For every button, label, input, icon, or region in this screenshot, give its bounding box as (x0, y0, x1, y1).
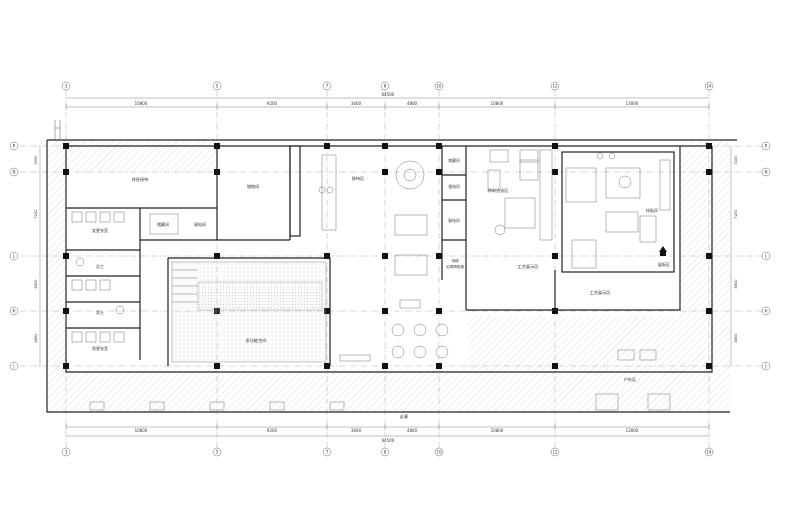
room-label-lounge: 休闲洽谈区 (488, 187, 509, 194)
room-label-female-wc: 女更衣室 (92, 227, 108, 233)
room-label-atrium: 多功能空间 (246, 337, 267, 344)
axis-label: N (765, 170, 768, 175)
room-label-model-room: 样板间 (646, 207, 658, 213)
outdoor-furniture (89, 349, 671, 411)
axis-label: 5 (216, 450, 219, 455)
dim-bottom-1: 10800 (135, 428, 148, 433)
dim-bottom-3: 3600 (351, 428, 362, 433)
room-label-equipment: 弱电间 (194, 221, 206, 227)
room-label-storage-r3: 弱电间 (448, 218, 460, 223)
axis-bubbles-top: 3 5 7 8 10 12 14 (61, 81, 714, 91)
room-labels: 休息接待 储物间 接待区 女更衣室 员工 男士 男更衣室 储藏间 弱电间 多功能… (92, 158, 670, 420)
room-label-reception: 接待区 (352, 175, 365, 182)
room-label-storage-left: 休息接待 (132, 176, 150, 183)
side-dimensions: 3000 7200 4800 4800 3000 7200 4800 4800 (34, 146, 738, 366)
dim-bottom-5: 10800 (491, 428, 504, 433)
room-label-staff: 员工 (96, 263, 104, 269)
room-label-storage-r2: 强电间 (448, 184, 460, 189)
atrium-stair (171, 261, 327, 363)
axis-label: 7 (326, 450, 329, 455)
axis-label: 8 (384, 84, 387, 89)
dim-left-1: 3000 (34, 155, 38, 165)
room-label-model-room-2: 展板区 (658, 261, 670, 267)
interior-walls (66, 145, 681, 366)
axis-label: L (13, 254, 16, 259)
axis-label: 14 (706, 84, 712, 89)
axis-label: J (12, 364, 14, 369)
bottom-dimensions: 10800 9200 3600 4800 10800 13000 64500 (65, 424, 710, 443)
room-label-corridor: 走廊 (400, 413, 408, 420)
washroom-fixtures (71, 211, 179, 343)
dim-top-3: 3600 (351, 101, 362, 106)
dim-bottom-6: 13000 (626, 428, 639, 433)
axis-label: P (765, 144, 768, 149)
dim-left-3: 4800 (34, 279, 38, 289)
dim-right-3: 4800 (734, 279, 738, 289)
room-label-outdoor: 户外区 (624, 376, 637, 383)
room-label-elevator-sub: 无障碍电梯 (446, 264, 464, 269)
dim-right-1: 3000 (734, 155, 738, 165)
room-label-elevator: 电梯 (451, 258, 459, 263)
axis-label: K (765, 309, 768, 314)
dim-top-5: 10800 (491, 101, 504, 106)
room-label-male-wc: 男更衣室 (92, 345, 108, 351)
dim-bottom-4: 4800 (407, 428, 418, 433)
model-room (561, 151, 675, 273)
dim-left-4: 4800 (34, 333, 38, 343)
room-label-craft-display: 工艺展示区 (518, 264, 539, 270)
axis-label: 12 (552, 84, 558, 89)
top-dimensions: 10800 9200 3600 4800 10800 13000 64500 (65, 92, 710, 110)
axis-label: J (764, 364, 766, 369)
room-label-storage-r1: 储藏间 (448, 158, 460, 163)
reception-furniture (318, 154, 449, 362)
axis-label: 3 (65, 84, 68, 89)
dim-top-total: 64500 (382, 92, 395, 97)
axis-label: 8 (384, 450, 387, 455)
hatched-zones (47, 140, 730, 412)
axis-label: 14 (706, 450, 712, 455)
axis-label: 5 (216, 84, 219, 89)
dim-right-4: 4800 (734, 333, 738, 343)
axis-label: 12 (552, 450, 558, 455)
dim-top-4: 4800 (407, 101, 418, 106)
axis-bubbles-left: P N L K J (9, 141, 19, 371)
axis-label: K (13, 309, 16, 314)
axis-bubbles-right: P N L K J (761, 141, 771, 371)
grid-lines (20, 90, 770, 448)
axis-label: P (13, 144, 16, 149)
axis-label: 10 (436, 84, 442, 89)
room-label-male: 男士 (96, 309, 104, 315)
axis-bubbles-bottom: 3 5 7 8 10 12 14 (61, 447, 714, 457)
dim-bottom-2: 9200 (267, 428, 278, 433)
dim-top-6: 13000 (626, 101, 639, 106)
dim-right-2: 7200 (734, 209, 738, 219)
axis-label: L (765, 254, 768, 259)
dim-bottom-total: 64500 (382, 438, 395, 443)
axis-label: 3 (65, 450, 68, 455)
dim-top-2: 9200 (267, 101, 278, 106)
axis-label: N (13, 170, 16, 175)
axis-label: 7 (326, 84, 329, 89)
room-label-small-room: 储藏间 (157, 221, 169, 227)
dim-top-1: 10800 (135, 101, 148, 106)
room-label-office: 储物间 (247, 183, 260, 190)
dim-left-2: 7200 (34, 209, 38, 219)
display-furniture (487, 149, 553, 241)
axis-label: 10 (436, 450, 442, 455)
room-label-craft-display-2: 工艺展示区 (590, 290, 611, 296)
